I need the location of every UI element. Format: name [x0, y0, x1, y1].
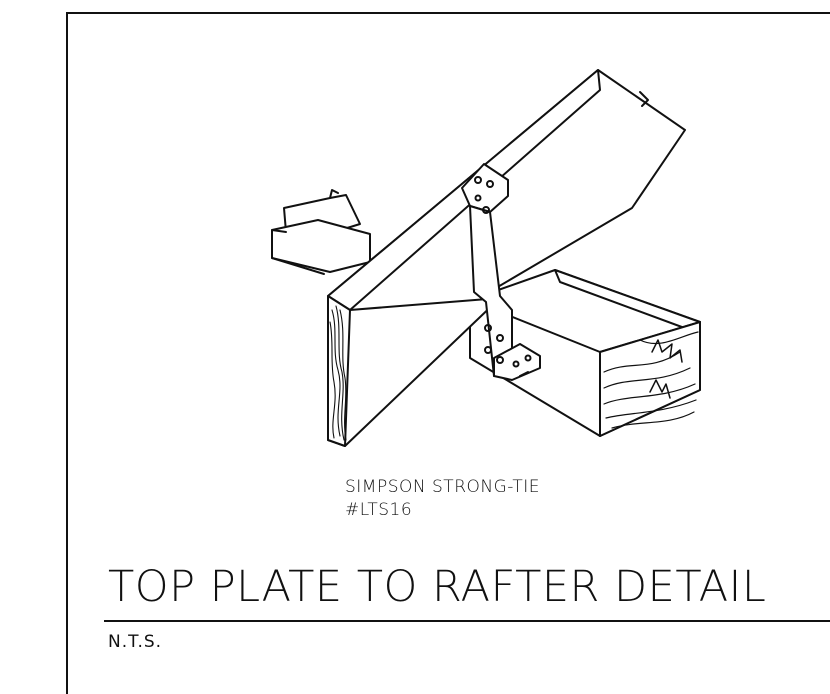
callout-model: #LTS16 [345, 500, 413, 520]
rear-top-plate [271, 189, 371, 275]
drawing-border [66, 12, 830, 694]
connector-callout: SIMPSON STRONG-TIE #LTS16 [345, 476, 540, 522]
lower-top-plate [469, 269, 701, 437]
scale-note: N.T.S. [108, 632, 163, 652]
top-plate-rafter-illustration [271, 69, 701, 447]
lts16-strap [461, 163, 541, 381]
title-underline [104, 620, 830, 622]
callout-manufacturer: SIMPSON STRONG-TIE [345, 477, 540, 497]
detail-title: TOP PLATE TO RAFTER DETAIL [108, 562, 767, 612]
